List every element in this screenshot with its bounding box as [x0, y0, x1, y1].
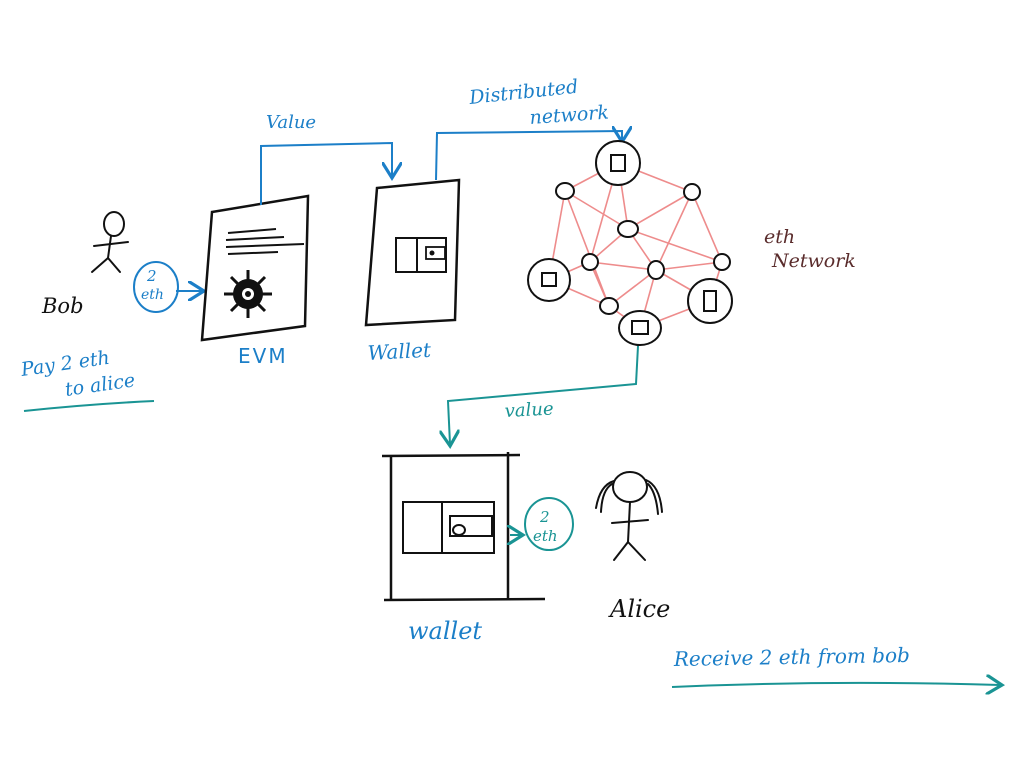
distributed-label-line2: network [529, 102, 610, 129]
receive-note-underline [671, 683, 1000, 687]
value-top-connector [260, 141, 392, 205]
bob-label: Bob [41, 294, 84, 318]
bob-coin-unit: eth [141, 287, 164, 303]
network-node-top [595, 140, 641, 186]
bob-note-underline [23, 400, 155, 412]
ethereum-logo-icon [224, 270, 272, 318]
bob-eth-coin: 2 eth [133, 261, 179, 313]
network-node-bottom [618, 310, 662, 346]
value-top-label: Value [266, 112, 316, 133]
value-bottom-label: value [504, 398, 554, 422]
network-nodes [527, 140, 733, 346]
network-node [617, 220, 639, 238]
wallet-top-label: Wallet [367, 338, 433, 365]
network-node [581, 253, 599, 271]
network-node [683, 183, 701, 201]
bob-figure-icon [91, 211, 129, 273]
alice-coin-amount: 2 [539, 508, 550, 526]
network-node [599, 297, 619, 315]
wallet-bottom-icon [381, 452, 546, 602]
eth-network-label-line2: Network [771, 250, 856, 272]
receive-note: Receive 2 eth from bob [673, 643, 910, 671]
network-to-wallet-connector [448, 345, 639, 444]
network-node [647, 260, 665, 280]
network-node [555, 182, 575, 200]
wallet-bottom-label: wallet [408, 617, 482, 645]
network-node-right [687, 278, 733, 324]
network-graph [527, 140, 733, 346]
network-node [713, 253, 731, 271]
wallet-top-icon [364, 178, 461, 327]
bob-coin-amount: 2 [146, 267, 157, 285]
alice-figure-icon [595, 471, 663, 561]
evm-document-icon [200, 194, 310, 342]
alice-label: Alice [608, 595, 670, 623]
evm-label: EVM [238, 344, 288, 368]
alice-coin-unit: eth [533, 527, 558, 545]
alice-eth-coin: 2 eth [524, 497, 574, 551]
bob-note-line2: to alice [64, 369, 137, 401]
eth-network-label-line1: eth [764, 226, 795, 248]
wallet-to-network-connector [435, 131, 622, 181]
network-node-left [527, 258, 571, 302]
